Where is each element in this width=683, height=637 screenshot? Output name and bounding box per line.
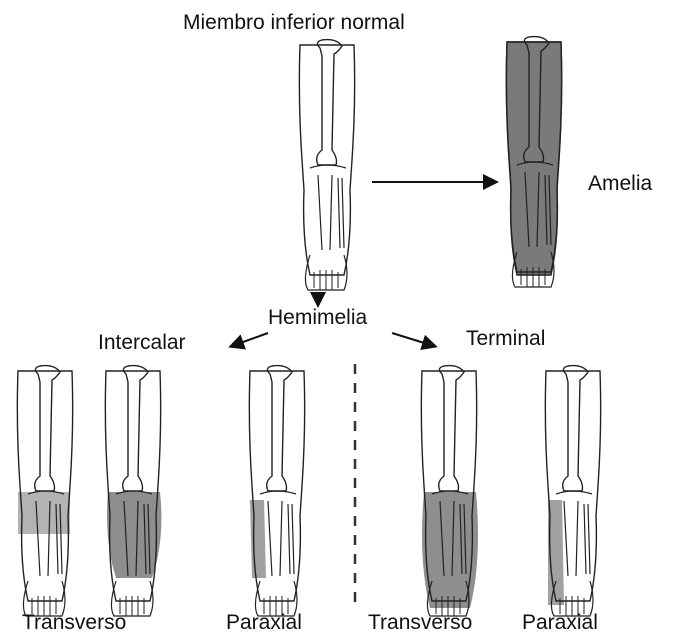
leg-terminal-paraxial: [545, 366, 600, 616]
label-amelia: Amelia: [588, 173, 652, 194]
leg-amelia: [506, 37, 561, 287]
arrow-to-terminal: [392, 333, 434, 346]
arrow-to-intercalar: [232, 333, 268, 346]
leg-intercalar-transverso-1: [17, 366, 72, 616]
label-terminal: Terminal: [466, 328, 545, 349]
caption-leg-3: Paraxial: [226, 612, 302, 633]
leg-terminal-transverso: [421, 366, 478, 616]
caption-leg-1: Transverso: [22, 612, 126, 633]
leg-intercalar-transverso-2: [105, 366, 161, 616]
leg-normal: [299, 40, 354, 290]
caption-leg-4: Transverso: [368, 612, 472, 633]
leg-intercalar-paraxial: [249, 366, 304, 616]
caption-leg-5: Paraxial: [522, 612, 598, 633]
diagram-title: Miembro inferior normal: [183, 12, 405, 33]
label-hemimelia: Hemimelia: [268, 307, 367, 328]
label-intercalar: Intercalar: [98, 332, 186, 353]
